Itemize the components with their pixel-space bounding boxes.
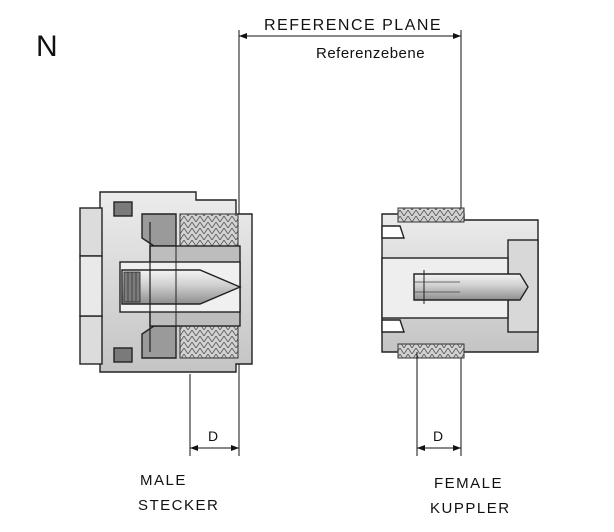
male-caption-de: STECKER bbox=[138, 497, 219, 514]
series-letter: N bbox=[36, 30, 58, 63]
female-dimension-label: D bbox=[433, 428, 443, 444]
reference-plane-subtitle: Referenzebene bbox=[316, 45, 425, 62]
female-caption-de: KUPPLER bbox=[430, 500, 511, 517]
reference-plane-title: REFERENCE PLANE bbox=[264, 17, 442, 34]
male-center-pin bbox=[121, 269, 242, 305]
male-dimension-label: D bbox=[208, 428, 218, 444]
male-caption: MALE bbox=[140, 472, 187, 489]
female-center-contact bbox=[413, 273, 529, 301]
female-connector bbox=[381, 207, 539, 359]
male-connector bbox=[79, 191, 253, 373]
female-dimension: D bbox=[416, 352, 461, 456]
male-dimension: D bbox=[189, 374, 239, 456]
female-caption: FEMALE bbox=[434, 475, 503, 492]
